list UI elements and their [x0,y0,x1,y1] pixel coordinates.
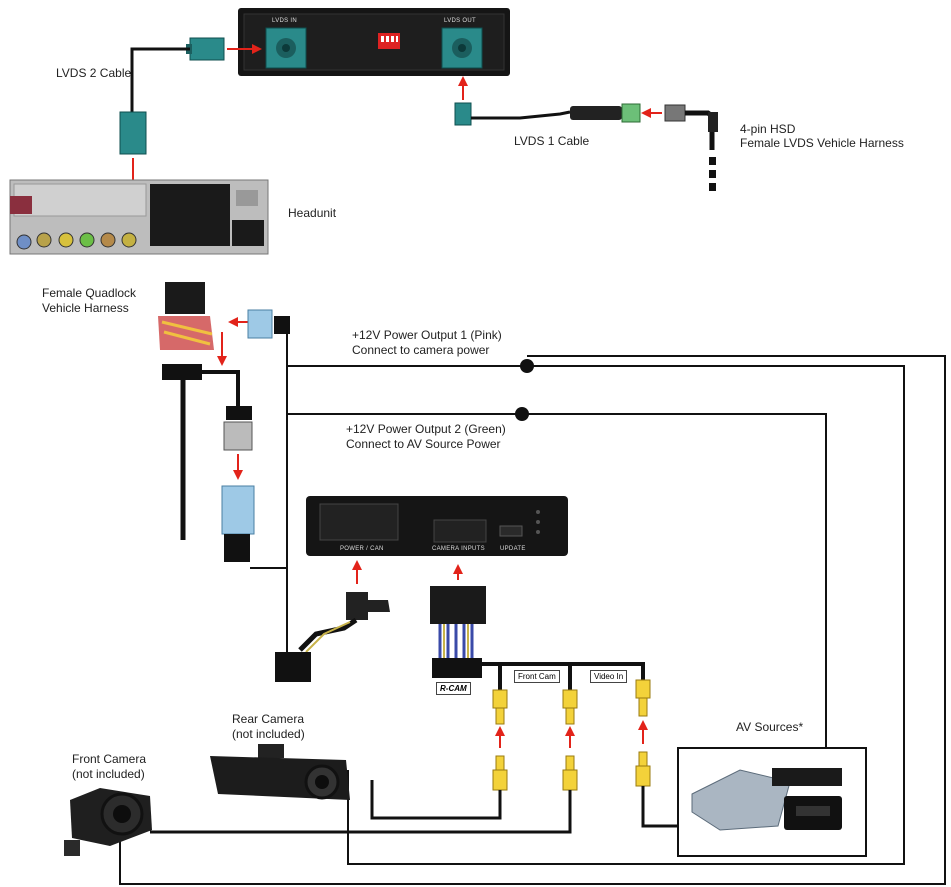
power-can-port-label: POWER / CAN [340,546,384,552]
video-in-tag: Video In [590,670,628,683]
front-camera-label-line2: (not included) [72,767,145,781]
av-sources-box [677,747,867,857]
rca-female-videoin [635,679,651,717]
power1-junction [520,359,534,373]
lvds-out-port-label: LVDS OUT [444,18,476,24]
lvds-interface-module [238,8,510,76]
lvds-in-port-label: LVDS IN [272,18,297,24]
rear-camera-label-line1: Rear Camera [232,712,305,726]
quadlock-label-line2: Vehicle Harness [42,301,129,315]
front-camera-label-line1: Front Camera [72,752,147,766]
lvds1-cable [454,76,718,191]
lvds-out-port [441,27,483,69]
rca-male-videoin [635,751,651,787]
rear-camera [210,744,350,800]
rca-male-rcam [492,755,508,791]
rca-female-frontcam [562,689,578,725]
update-port-label: UPDATE [500,546,526,552]
lvds2-cable-label: LVDS 2 Cable [56,66,132,80]
headunit-label: Headunit [288,206,337,220]
av-sources-label: AV Sources* [736,720,804,734]
hsd-harness-label-line1: 4-pin HSD [740,122,796,136]
power-can-plug [275,560,390,682]
power2-label-line1: +12V Power Output 2 (Green) [346,422,506,436]
lvds2-cable [119,37,262,226]
front-cam-tag: Front Cam [514,670,560,683]
rear-camera-label-line2: (not included) [232,727,305,741]
headunit-ports [16,232,137,250]
rca-female-rcam [492,689,508,725]
lvds1-cable-label: LVDS 1 Cable [514,134,590,148]
power2-label-line2: Connect to AV Source Power [346,437,501,451]
rca-arrows [495,720,648,748]
front-camera [64,788,152,856]
camera-interface-module [306,496,568,556]
headunit [9,179,269,255]
rca-male-frontcam [562,755,578,791]
power1-label-line1: +12V Power Output 1 (Pink) [352,328,502,342]
power1-label-line2: Connect to camera power [352,343,490,357]
quadlock-label-line1: Female Quadlock [42,286,137,300]
hsd-harness-label-line2: Female LVDS Vehicle Harness [740,136,904,150]
quadlock-harness [158,282,290,562]
power2-junction [515,407,529,421]
dip-switch [378,33,400,49]
camera-inputs-harness [430,564,645,690]
rcam-tag: R-CAM [436,682,471,695]
lvds-in-port [265,27,307,69]
camera-inputs-port-label: CAMERA INPUTS [432,546,485,552]
